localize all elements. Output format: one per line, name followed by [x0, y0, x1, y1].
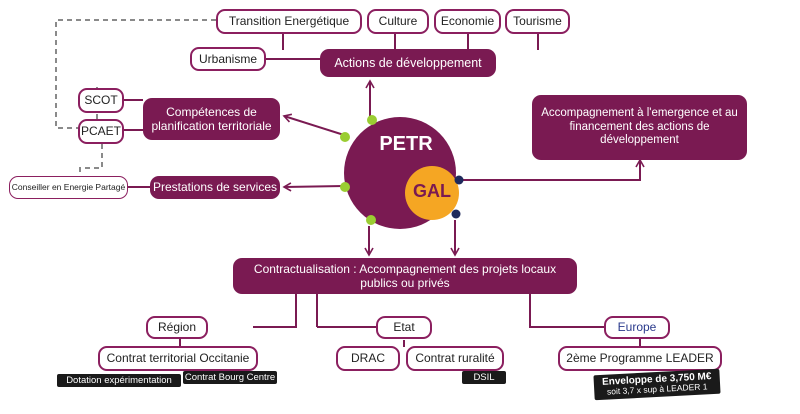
culture-node[interactable]: Culture	[367, 9, 429, 34]
competences-planification-node[interactable]: Compétences de planification territorial…	[143, 98, 280, 140]
economie-node[interactable]: Economie	[434, 9, 501, 34]
etat-node[interactable]: Etat	[376, 316, 432, 339]
contrat-bourg-tag: Contrat Bourg Centre	[183, 371, 277, 384]
transition-energetique-node[interactable]: Transition Energétique	[216, 9, 362, 34]
gal-label: GAL	[413, 181, 451, 201]
dsil-tag: DSIL	[462, 371, 506, 384]
contractualisation-node[interactable]: Contractualisation : Accompagnement des …	[233, 258, 577, 294]
connector-dot	[451, 209, 461, 219]
actions-developpement-node[interactable]: Actions de développement	[320, 49, 496, 77]
dotation-tag: Dotation expérimentation	[57, 374, 181, 387]
prestations-services-node[interactable]: Prestations de services	[150, 176, 280, 199]
conseiller-energie-node[interactable]: Conseiller en Energie Partagé	[9, 176, 128, 199]
urbanisme-node[interactable]: Urbanisme	[190, 47, 266, 71]
connector-dot	[340, 132, 350, 142]
connector-dot	[367, 115, 377, 125]
europe-node[interactable]: Europe	[604, 316, 670, 339]
drac-node[interactable]: DRAC	[336, 346, 400, 371]
pcaet-node[interactable]: PCAET	[78, 119, 124, 144]
scot-node[interactable]: SCOT	[78, 88, 124, 113]
contrat-ruralite-node[interactable]: Contrat ruralité	[406, 346, 504, 371]
purple-connectors	[124, 34, 645, 347]
region-node[interactable]: Région	[146, 316, 208, 339]
connector-dot	[340, 182, 350, 192]
connector-dot	[366, 215, 376, 225]
dashed-connectors	[55, 19, 216, 176]
tourisme-node[interactable]: Tourisme	[505, 9, 570, 34]
leader-programme-node[interactable]: 2ème Programme LEADER	[558, 346, 722, 371]
connector-dot	[454, 175, 464, 185]
gal-circle[interactable]	[405, 166, 459, 220]
accompagnement-emergence-node[interactable]: Accompagnement à l'emergence et au finan…	[532, 95, 747, 160]
petr-label: PETR	[379, 133, 433, 155]
contrat-occitanie-node[interactable]: Contrat territorial Occitanie	[98, 346, 258, 371]
